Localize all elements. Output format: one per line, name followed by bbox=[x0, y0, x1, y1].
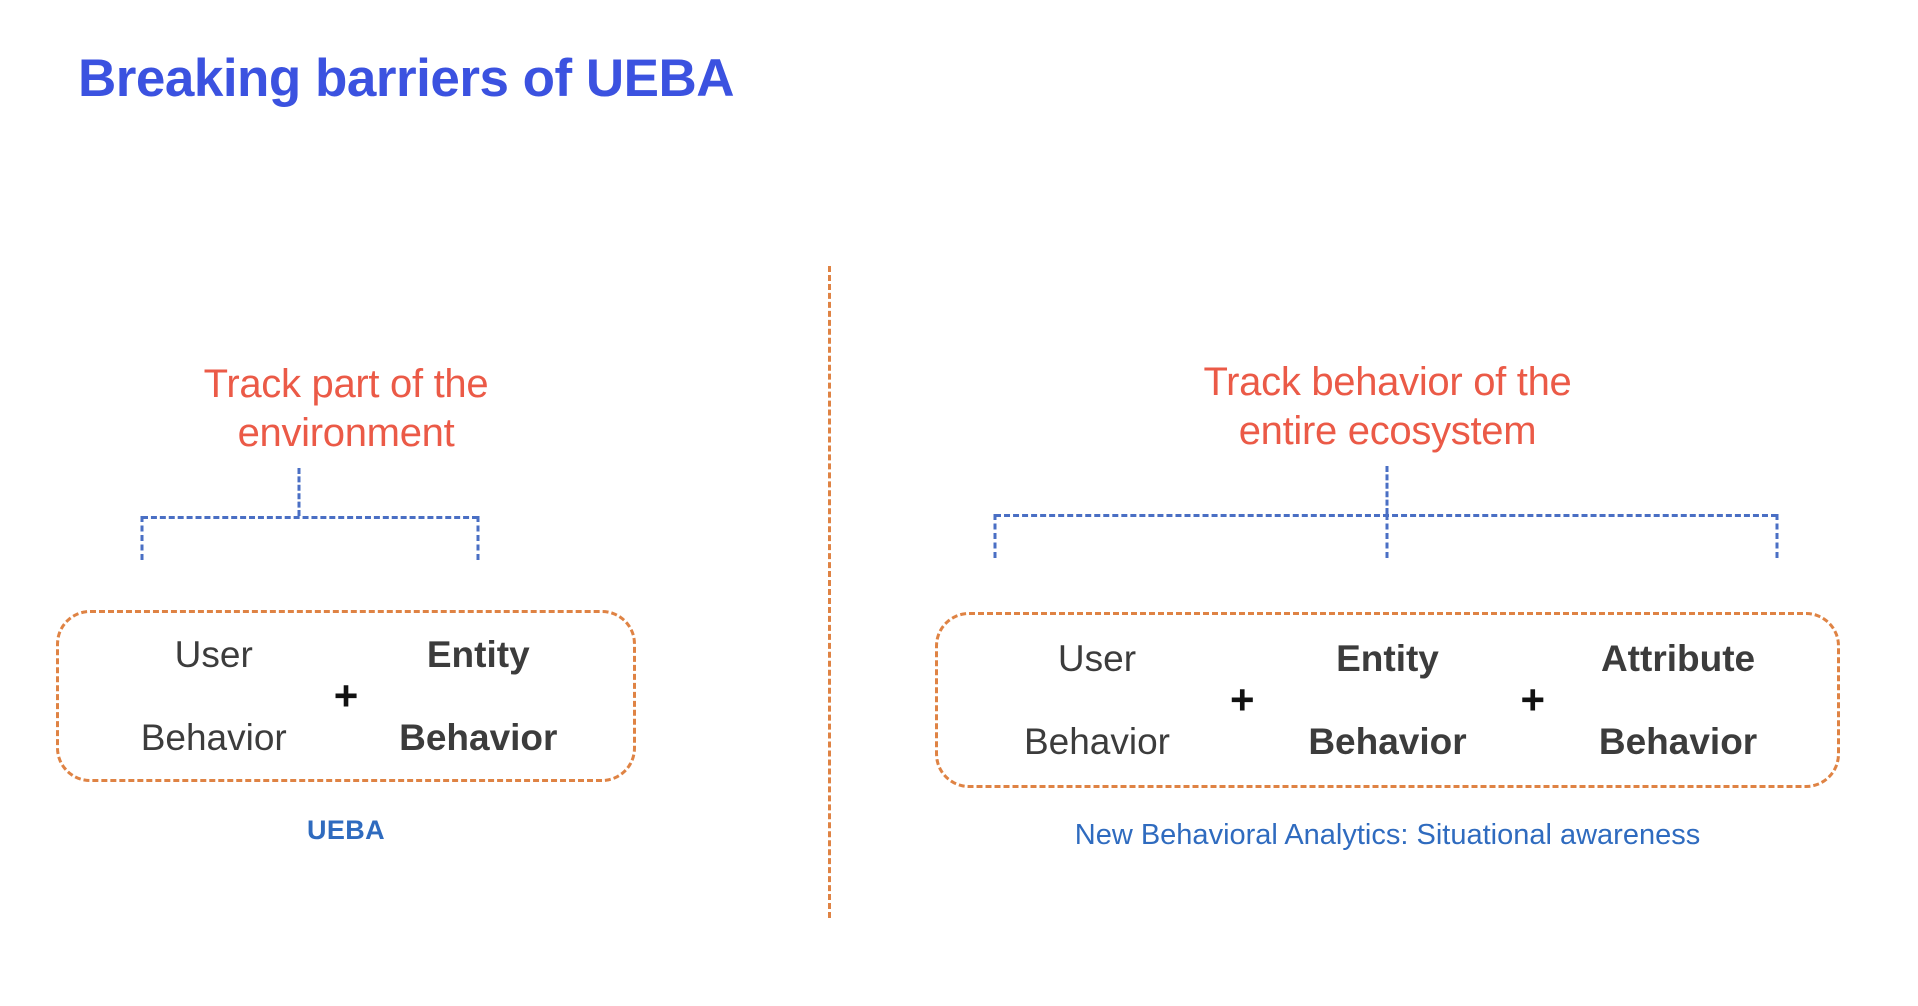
panel-right-heading-line1: Track behavior of the bbox=[1203, 360, 1572, 404]
bracket-rail-icon bbox=[142, 515, 478, 519]
term-line2: Behavior bbox=[140, 716, 287, 758]
bracket-drop-left-icon bbox=[993, 513, 997, 558]
term-list-left: User Behavior + Entity Behavior bbox=[59, 592, 633, 799]
combo-box-right: User Behavior + Entity Behavior + Attrib… bbox=[935, 612, 1840, 788]
panel-left-heading: Track part of the environment bbox=[56, 360, 636, 458]
term-line2: Behavior bbox=[1308, 720, 1467, 762]
term-line2: Behavior bbox=[1023, 720, 1170, 762]
page-title: Breaking barriers of UEBA bbox=[78, 49, 735, 108]
panel-left-heading-line2: environment bbox=[237, 410, 455, 455]
term-entity-behavior: Entity Behavior bbox=[1283, 596, 1493, 803]
term-line2: Behavior bbox=[1598, 720, 1758, 762]
bracket-drop-left-icon bbox=[140, 515, 144, 560]
term-entity-behavior: Entity Behavior bbox=[388, 592, 568, 799]
term-user-behavior: User Behavior bbox=[992, 596, 1202, 803]
term-line1: Entity bbox=[426, 633, 530, 675]
combo-box-left: User Behavior + Entity Behavior bbox=[56, 610, 636, 782]
caption-right: New Behavioral Analytics: Situational aw… bbox=[1074, 819, 1701, 851]
term-line1: User bbox=[1057, 637, 1137, 679]
plus-operator-icon: + bbox=[1520, 676, 1546, 723]
panel-left: Track part of the environment User Behav… bbox=[56, 360, 636, 845]
panel-right-heading: Track behavior of the entire ecosystem bbox=[935, 358, 1840, 456]
plus-operator-icon: + bbox=[1229, 676, 1255, 723]
term-line2: Behavior bbox=[399, 716, 558, 758]
bracket-drop-center-icon bbox=[1385, 513, 1389, 558]
term-attribute-behavior: Attribute Behavior bbox=[1573, 596, 1783, 803]
term-line1: Entity bbox=[1336, 637, 1439, 679]
panel-right: Track behavior of the entire ecosystem U… bbox=[935, 358, 1840, 851]
bracket-stem-icon bbox=[1385, 465, 1389, 514]
bracket-stem-icon bbox=[297, 467, 301, 516]
caption-left: UEBA bbox=[306, 815, 386, 845]
bracket-drop-right-icon bbox=[476, 515, 480, 560]
vertical-dashed-divider bbox=[828, 266, 831, 918]
panel-left-heading-line1: Track part of the bbox=[203, 362, 489, 406]
term-list-right: User Behavior + Entity Behavior + Attrib… bbox=[938, 596, 1837, 803]
panel-right-heading-line2: entire ecosystem bbox=[1238, 408, 1537, 453]
plus-operator-icon: + bbox=[333, 672, 359, 719]
term-line1: Attribute bbox=[1600, 637, 1756, 679]
term-user-behavior: User Behavior bbox=[124, 592, 304, 799]
bracket-drop-right-icon bbox=[1775, 513, 1779, 558]
term-line1: User bbox=[174, 633, 253, 675]
